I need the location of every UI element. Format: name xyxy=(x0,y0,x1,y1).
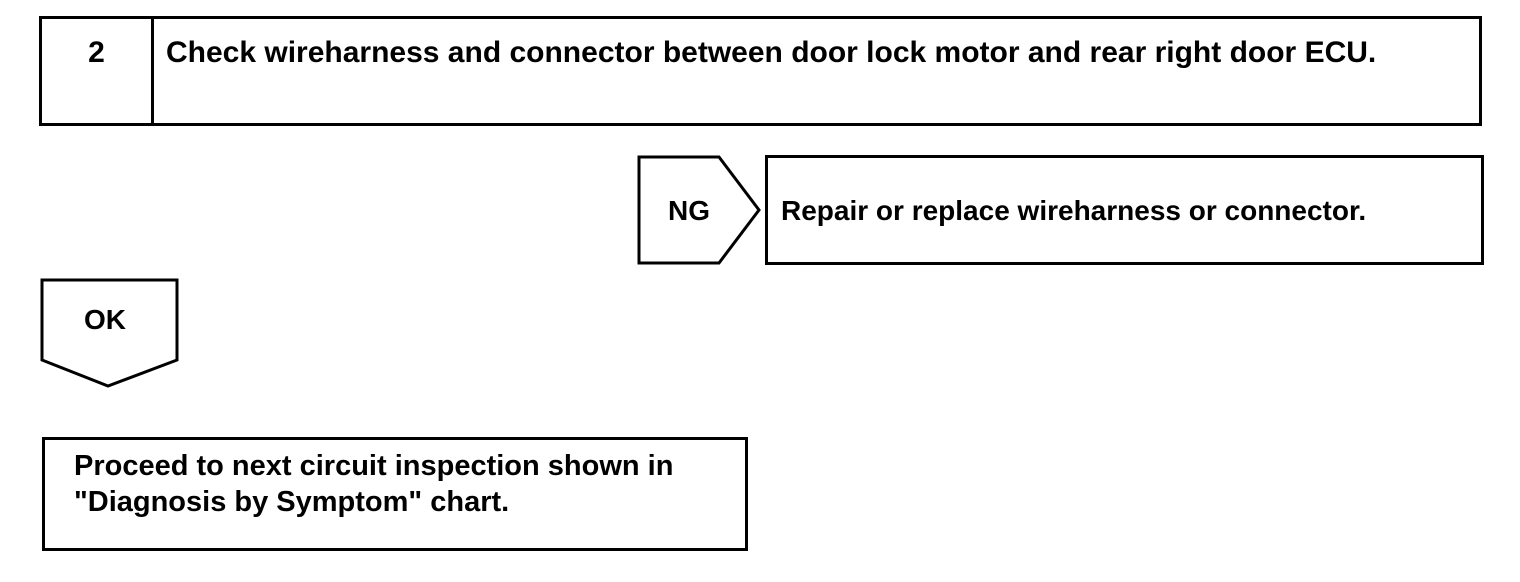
ng-action-text: Repair or replace wireharness or connect… xyxy=(781,195,1367,226)
ng-action-box xyxy=(765,155,1484,265)
ok-label: OK xyxy=(84,304,126,335)
step-number: 2 xyxy=(88,36,105,69)
step-title: Check wireharness and connector between … xyxy=(166,36,1377,69)
ng-label: NG xyxy=(668,195,710,226)
step-box xyxy=(39,16,1482,126)
ok-arrow-tag xyxy=(40,278,179,388)
step-divider xyxy=(151,16,154,126)
ok-action-text: Proceed to next circuit inspection shown… xyxy=(74,450,674,518)
ok-action-box xyxy=(42,437,748,551)
ng-arrow-tag xyxy=(637,155,761,265)
